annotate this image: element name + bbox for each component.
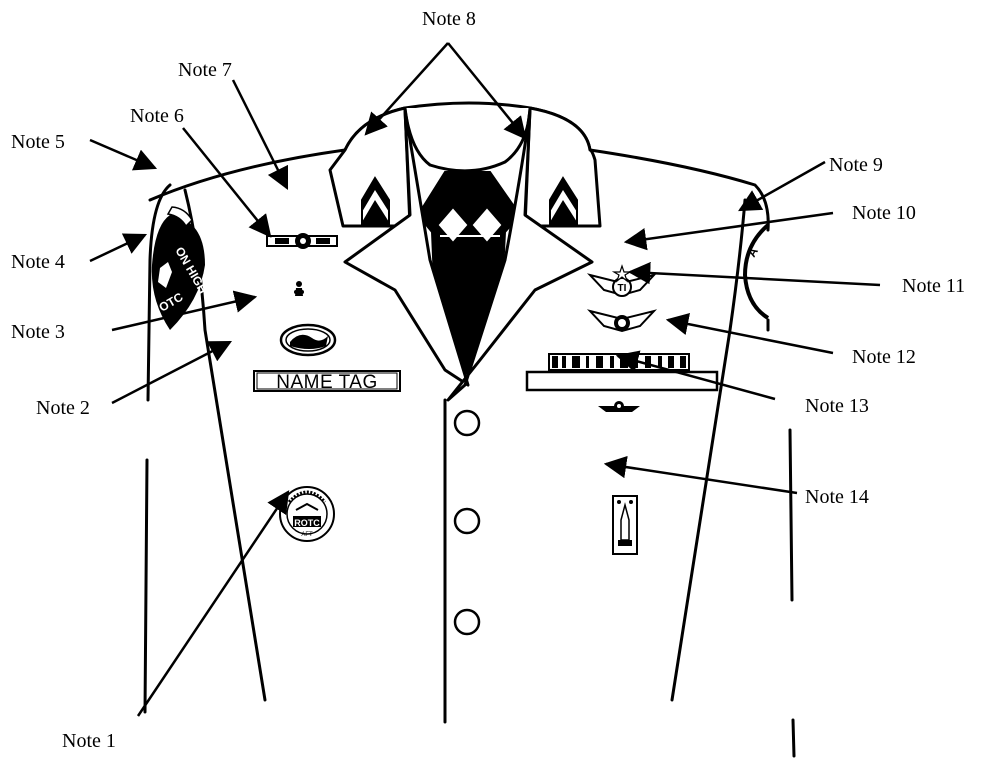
note-12-label: Note 12 bbox=[852, 346, 916, 368]
button-middle bbox=[453, 507, 481, 535]
wings-badge-icon bbox=[586, 309, 658, 333]
arrow-note-3 bbox=[111, 290, 258, 332]
note-labels: Note 1 Note 2 Note 3 Note 4 Note 5 Note … bbox=[11, 8, 965, 752]
note-5-label: Note 5 bbox=[11, 131, 65, 153]
wings-badge-icon bbox=[598, 401, 640, 412]
arrow-note-14 bbox=[603, 455, 798, 495]
arrow-note-6 bbox=[182, 127, 272, 238]
note-8-label: Note 8 bbox=[422, 8, 476, 30]
arrow-icon bbox=[89, 42, 881, 717]
arrow-note-4 bbox=[89, 233, 148, 263]
note-7-label: Note 7 bbox=[178, 59, 232, 81]
rotc-label: ROTC bbox=[294, 518, 320, 528]
badge-letters: TI bbox=[618, 283, 627, 294]
note-13-label: Note 13 bbox=[805, 395, 869, 417]
note-10-label: Note 10 bbox=[852, 202, 916, 224]
note-2-label: Note 2 bbox=[36, 397, 90, 419]
wings-badge-icon: TI bbox=[586, 264, 658, 297]
chevron-rank-icon bbox=[361, 176, 390, 226]
arrow-note-8a bbox=[364, 42, 449, 136]
button-top bbox=[453, 409, 481, 437]
arrow-note-13 bbox=[615, 350, 776, 401]
marksmanship-badge bbox=[266, 233, 338, 249]
arrow-note-12 bbox=[665, 312, 834, 355]
name-tag: NAME TAG bbox=[253, 370, 401, 393]
note-11-label: Note 11 bbox=[902, 275, 965, 297]
note-9-label: Note 9 bbox=[829, 154, 883, 176]
note-3-label: Note 3 bbox=[11, 321, 65, 343]
rotc-year: AFT bbox=[301, 532, 313, 538]
shoulder-line bbox=[148, 148, 770, 232]
note-6-label: Note 6 bbox=[130, 105, 184, 127]
lapel-pin bbox=[294, 281, 304, 296]
left-sleeve-lower bbox=[143, 458, 149, 714]
shirt-collar bbox=[403, 107, 532, 173]
shoulder-patch: ON HIGH OTC bbox=[151, 206, 210, 330]
jacket-buttons bbox=[453, 409, 481, 636]
left-sleeve-outer bbox=[146, 183, 172, 402]
arrow-note-5 bbox=[89, 138, 158, 171]
note-1-label: Note 1 bbox=[62, 730, 116, 752]
note-4-label: Note 4 bbox=[11, 251, 65, 273]
rotc-emblem: ROTC AFT bbox=[279, 486, 335, 542]
arrow-note-2 bbox=[111, 340, 232, 405]
name-tag-text: NAME TAG bbox=[276, 372, 377, 393]
left-lapel bbox=[343, 108, 470, 387]
arrow-note-7 bbox=[231, 79, 289, 191]
arrow-note-10 bbox=[623, 211, 834, 251]
arrow-note-8b bbox=[447, 42, 527, 140]
arrow-note-11 bbox=[627, 261, 881, 287]
arrow-note-9 bbox=[738, 160, 826, 212]
oval-crest bbox=[279, 323, 337, 357]
vertical-badge bbox=[612, 495, 638, 555]
chevron-rank-icon bbox=[549, 176, 578, 226]
note-14-label: Note 14 bbox=[805, 486, 869, 508]
button-bottom bbox=[453, 608, 481, 636]
right-shoulder-patch: A bbox=[742, 223, 770, 320]
right-collar bbox=[523, 106, 602, 228]
right-sleeve-outer bbox=[766, 318, 796, 758]
arrow-note-1 bbox=[136, 490, 290, 717]
left-collar bbox=[328, 106, 412, 228]
right-armhole-seam bbox=[670, 198, 747, 702]
